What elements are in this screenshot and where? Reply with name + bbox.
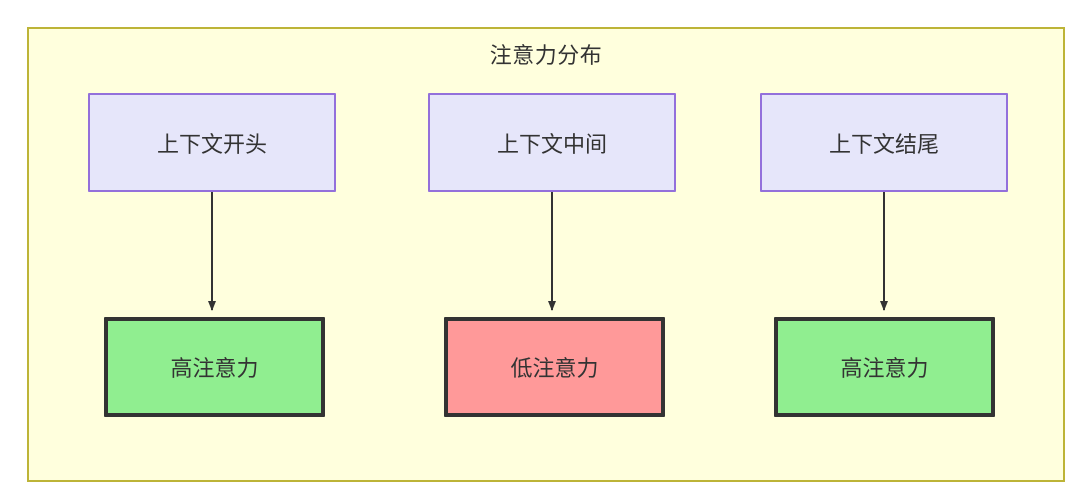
node-attention-low-middle-label: 低注意力 — [510, 356, 599, 381]
node-attention-high-end-label: 高注意力 — [840, 356, 929, 381]
node-context-start[interactable]: 上下文开头 — [88, 93, 336, 192]
node-context-end[interactable]: 上下文结尾 — [760, 93, 1008, 192]
node-attention-high-start[interactable]: 高注意力 — [104, 317, 325, 417]
node-context-middle-label: 上下文中间 — [496, 131, 607, 157]
node-context-end-label: 上下文结尾 — [828, 131, 939, 157]
node-attention-high-start-label: 高注意力 — [170, 356, 259, 381]
node-attention-high-end[interactable]: 高注意力 — [774, 317, 995, 417]
subgraph-title: 注意力分布 — [489, 43, 603, 68]
node-attention-low-middle[interactable]: 低注意力 — [444, 317, 665, 417]
node-context-start-label: 上下文开头 — [156, 131, 267, 157]
node-context-middle[interactable]: 上下文中间 — [428, 93, 676, 192]
